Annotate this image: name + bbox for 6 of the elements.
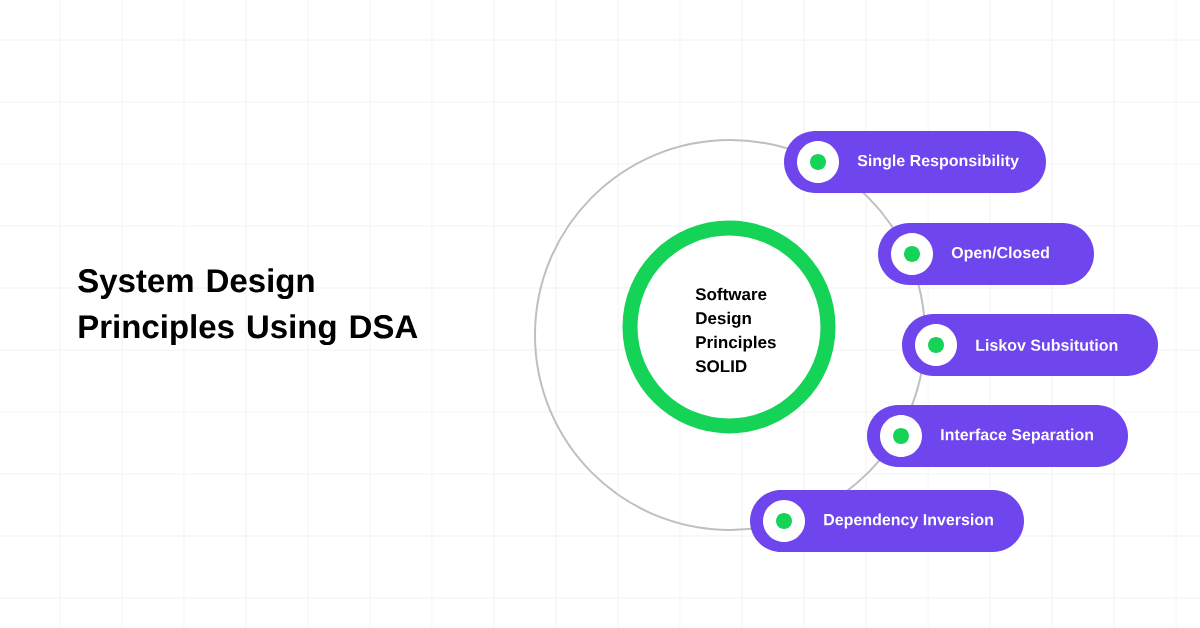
title: System Design Principles Using DSA bbox=[78, 268, 418, 346]
node-label: Software Design Principles SOLID bbox=[695, 287, 776, 373]
pill-box: Liskov Subsitution bbox=[902, 314, 1158, 376]
pill-box: Single Responsibility bbox=[784, 131, 1046, 193]
pill-box: Dependency Inversion bbox=[750, 490, 1024, 552]
pill-box: Interface Separation bbox=[867, 405, 1128, 467]
